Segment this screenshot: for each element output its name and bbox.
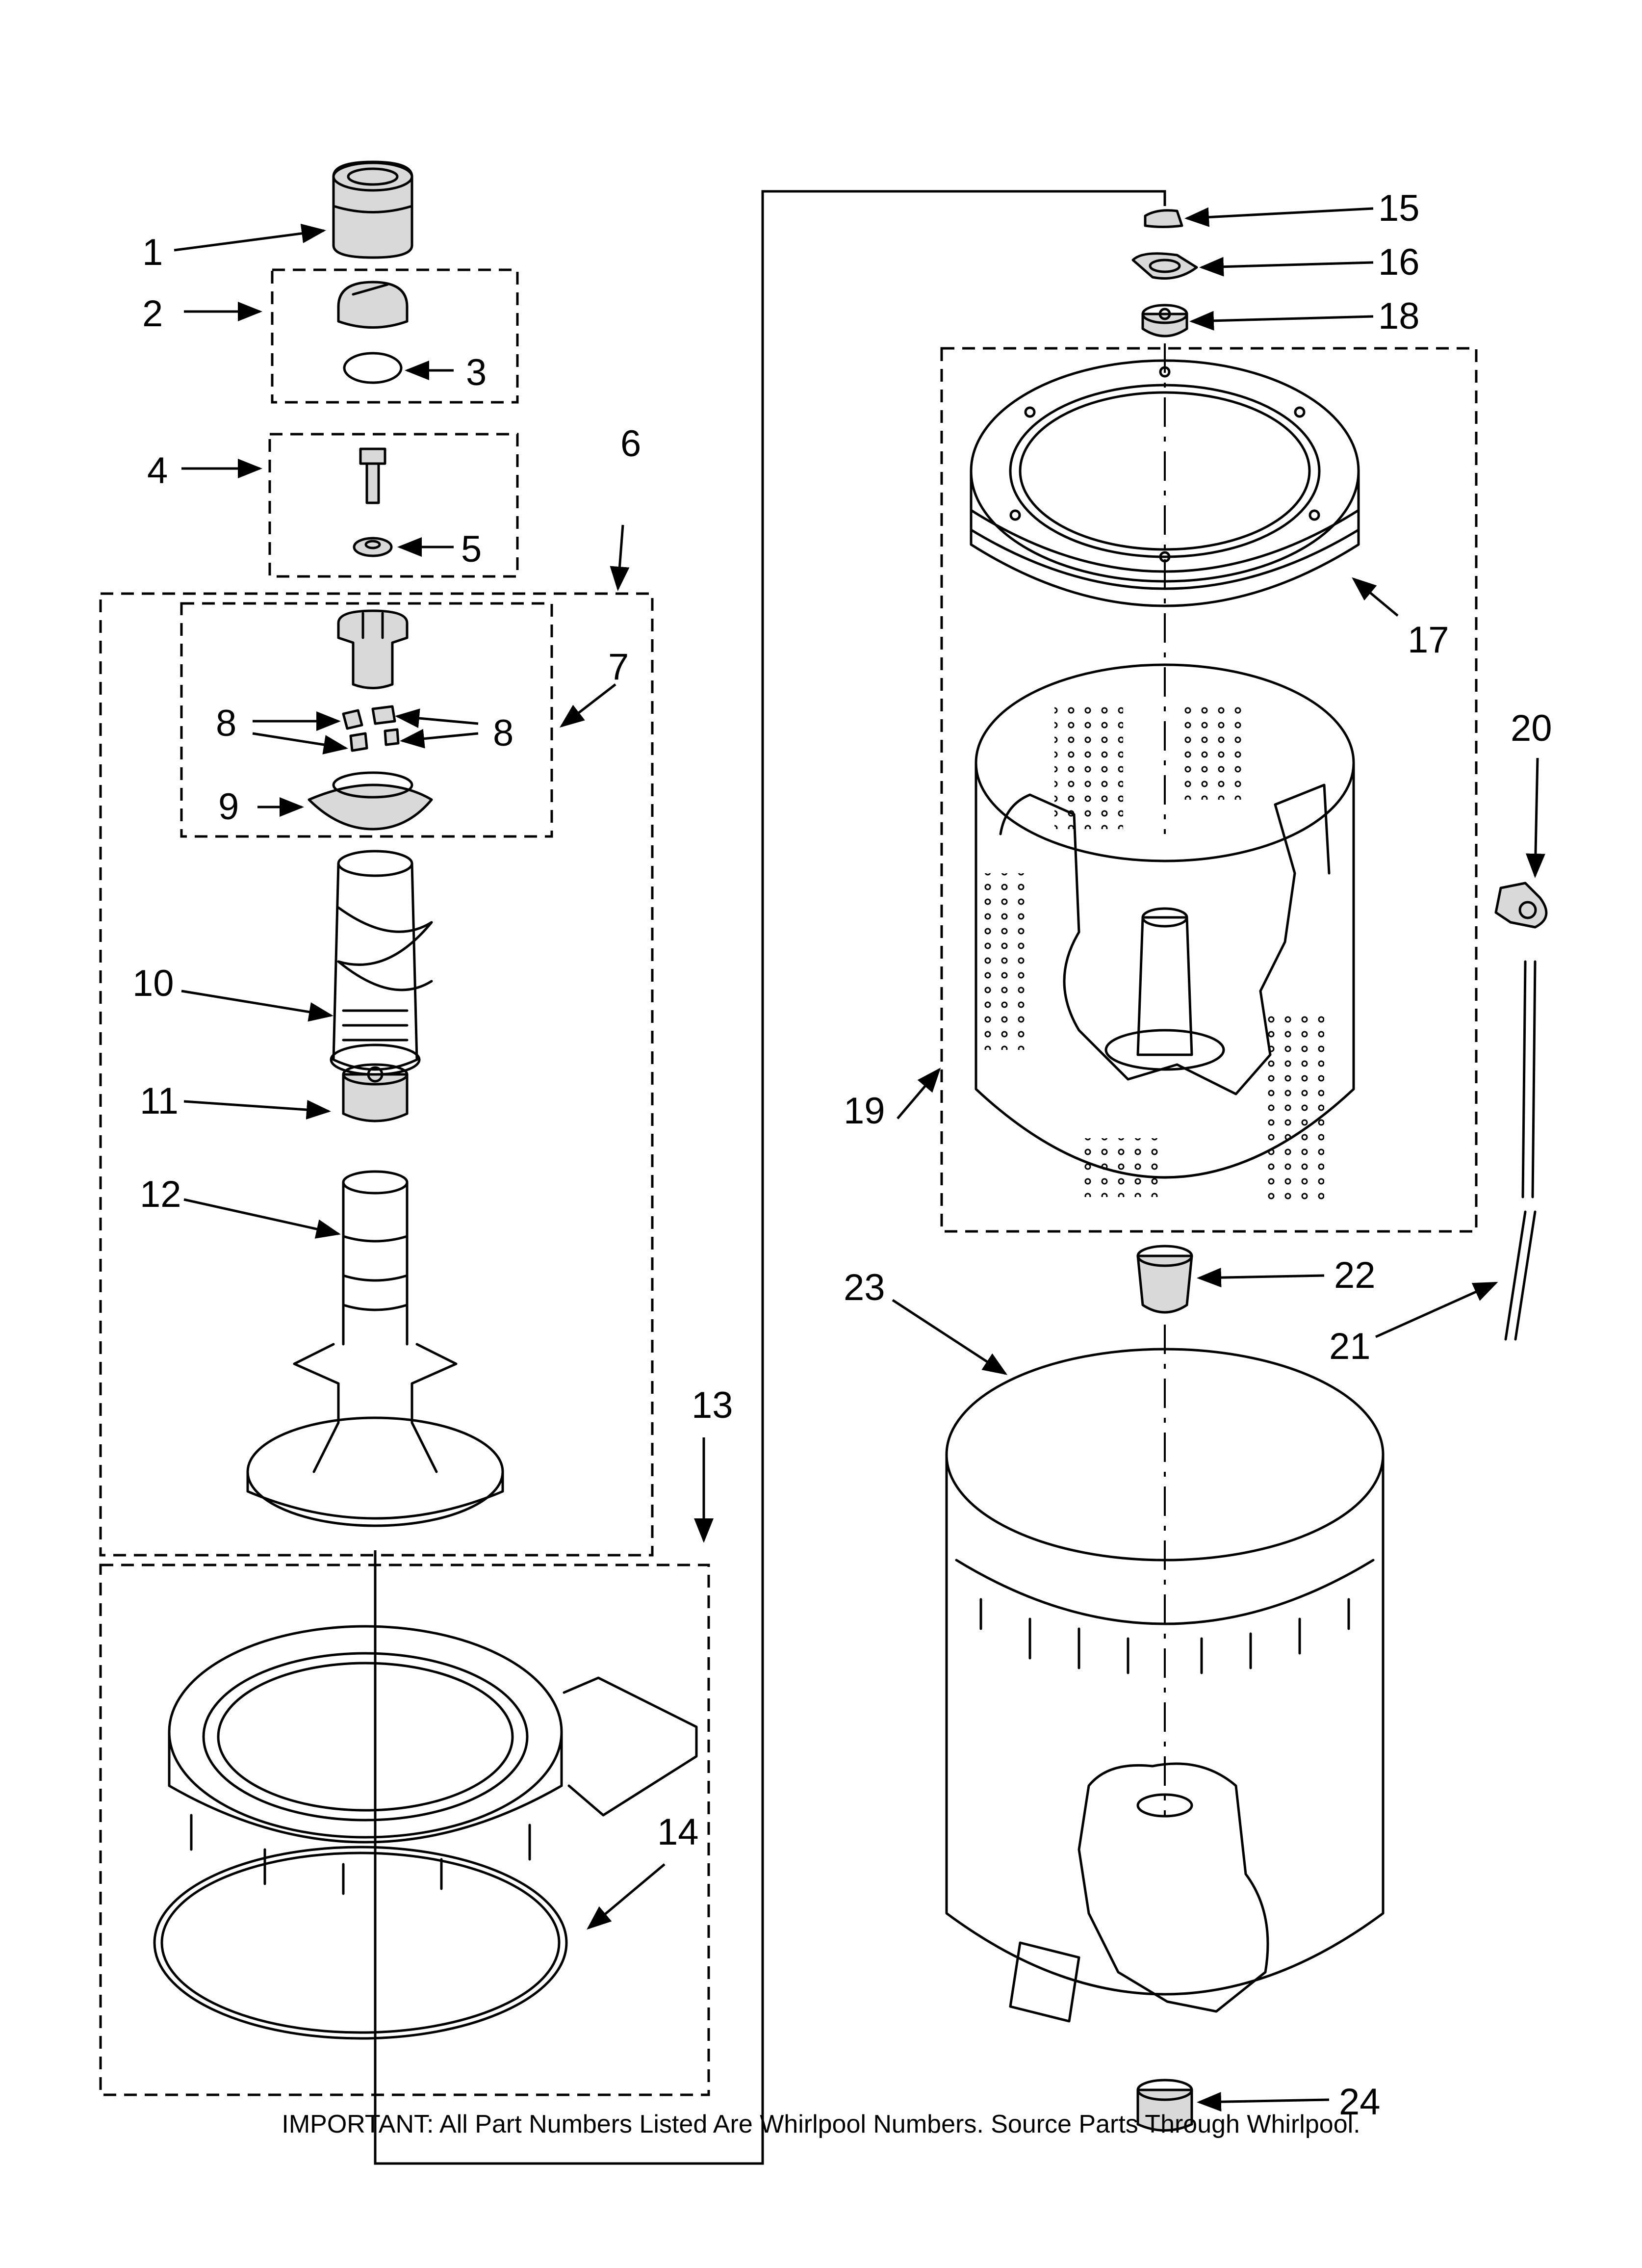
- part-11-bearing: [342, 1063, 409, 1122]
- part-14-lower-ring: [153, 1846, 568, 2040]
- callout-3: 3: [466, 352, 487, 393]
- group-box-4: [268, 433, 519, 578]
- callout-1: 1: [142, 232, 163, 273]
- assembly-connector-line: [374, 190, 1166, 2165]
- callout-6: 6: [620, 423, 641, 465]
- group-box-13: [99, 1564, 710, 2096]
- callout-14: 14: [657, 1811, 699, 1853]
- callout-9: 9: [218, 786, 239, 828]
- part-4-bolt: [359, 447, 386, 504]
- callout-11: 11: [140, 1080, 179, 1122]
- callout-2: 2: [142, 293, 163, 335]
- part-8-dogs: [342, 705, 400, 752]
- callout-19: 19: [844, 1090, 885, 1132]
- callout-15: 15: [1378, 187, 1420, 229]
- part-23-outer-tub: [945, 1348, 1385, 2023]
- part-20-hose-clamp: [1494, 882, 1548, 929]
- callout-23: 23: [844, 1267, 885, 1308]
- callout-22: 22: [1334, 1254, 1376, 1296]
- part-13-tub-ring: [168, 1625, 698, 1895]
- part-2-cover: [337, 281, 409, 329]
- part-18-nut: [1141, 304, 1188, 338]
- group-box-7: [180, 602, 553, 838]
- group-box-6: [99, 592, 654, 1557]
- callout-7: 7: [608, 646, 629, 688]
- callout-5: 5: [461, 528, 482, 570]
- part-19-basket: [975, 663, 1355, 1202]
- callout-10: 10: [132, 963, 174, 1004]
- part-15-clip: [1144, 209, 1183, 228]
- callout-8-left: 8: [216, 703, 236, 744]
- part-21-hose: [1504, 960, 1537, 1341]
- part-16-retainer: [1131, 252, 1198, 280]
- group-box-17: [940, 347, 1478, 1233]
- callout-21: 21: [1329, 1326, 1371, 1367]
- part-10-auger: [330, 850, 433, 1076]
- part-3-o-ring: [343, 352, 403, 384]
- part-7-dog-assembly: [337, 609, 409, 689]
- important-note: IMPORTANT: All Part Numbers Listed Are W…: [282, 2110, 1360, 2138]
- callout-16: 16: [1378, 241, 1420, 283]
- callout-17: 17: [1408, 619, 1449, 661]
- callout-18: 18: [1378, 295, 1420, 337]
- callout-24: 24: [1339, 2081, 1381, 2123]
- part-5-washer: [353, 537, 393, 557]
- callout-8-right: 8: [493, 712, 513, 754]
- part-1-agitator-cap: [332, 160, 413, 259]
- part-22-bushing: [1136, 1245, 1193, 1314]
- part-17-balance-ring: [970, 359, 1360, 607]
- part-9-cam: [308, 771, 433, 831]
- callout-20: 20: [1511, 707, 1552, 749]
- part-12-agitator-base: [246, 1170, 504, 1527]
- callout-13: 13: [692, 1384, 733, 1426]
- group-box-2: [271, 268, 519, 404]
- part-24-plug: [1136, 2079, 1193, 2132]
- callout-4: 4: [147, 450, 168, 492]
- callout-12: 12: [140, 1173, 181, 1215]
